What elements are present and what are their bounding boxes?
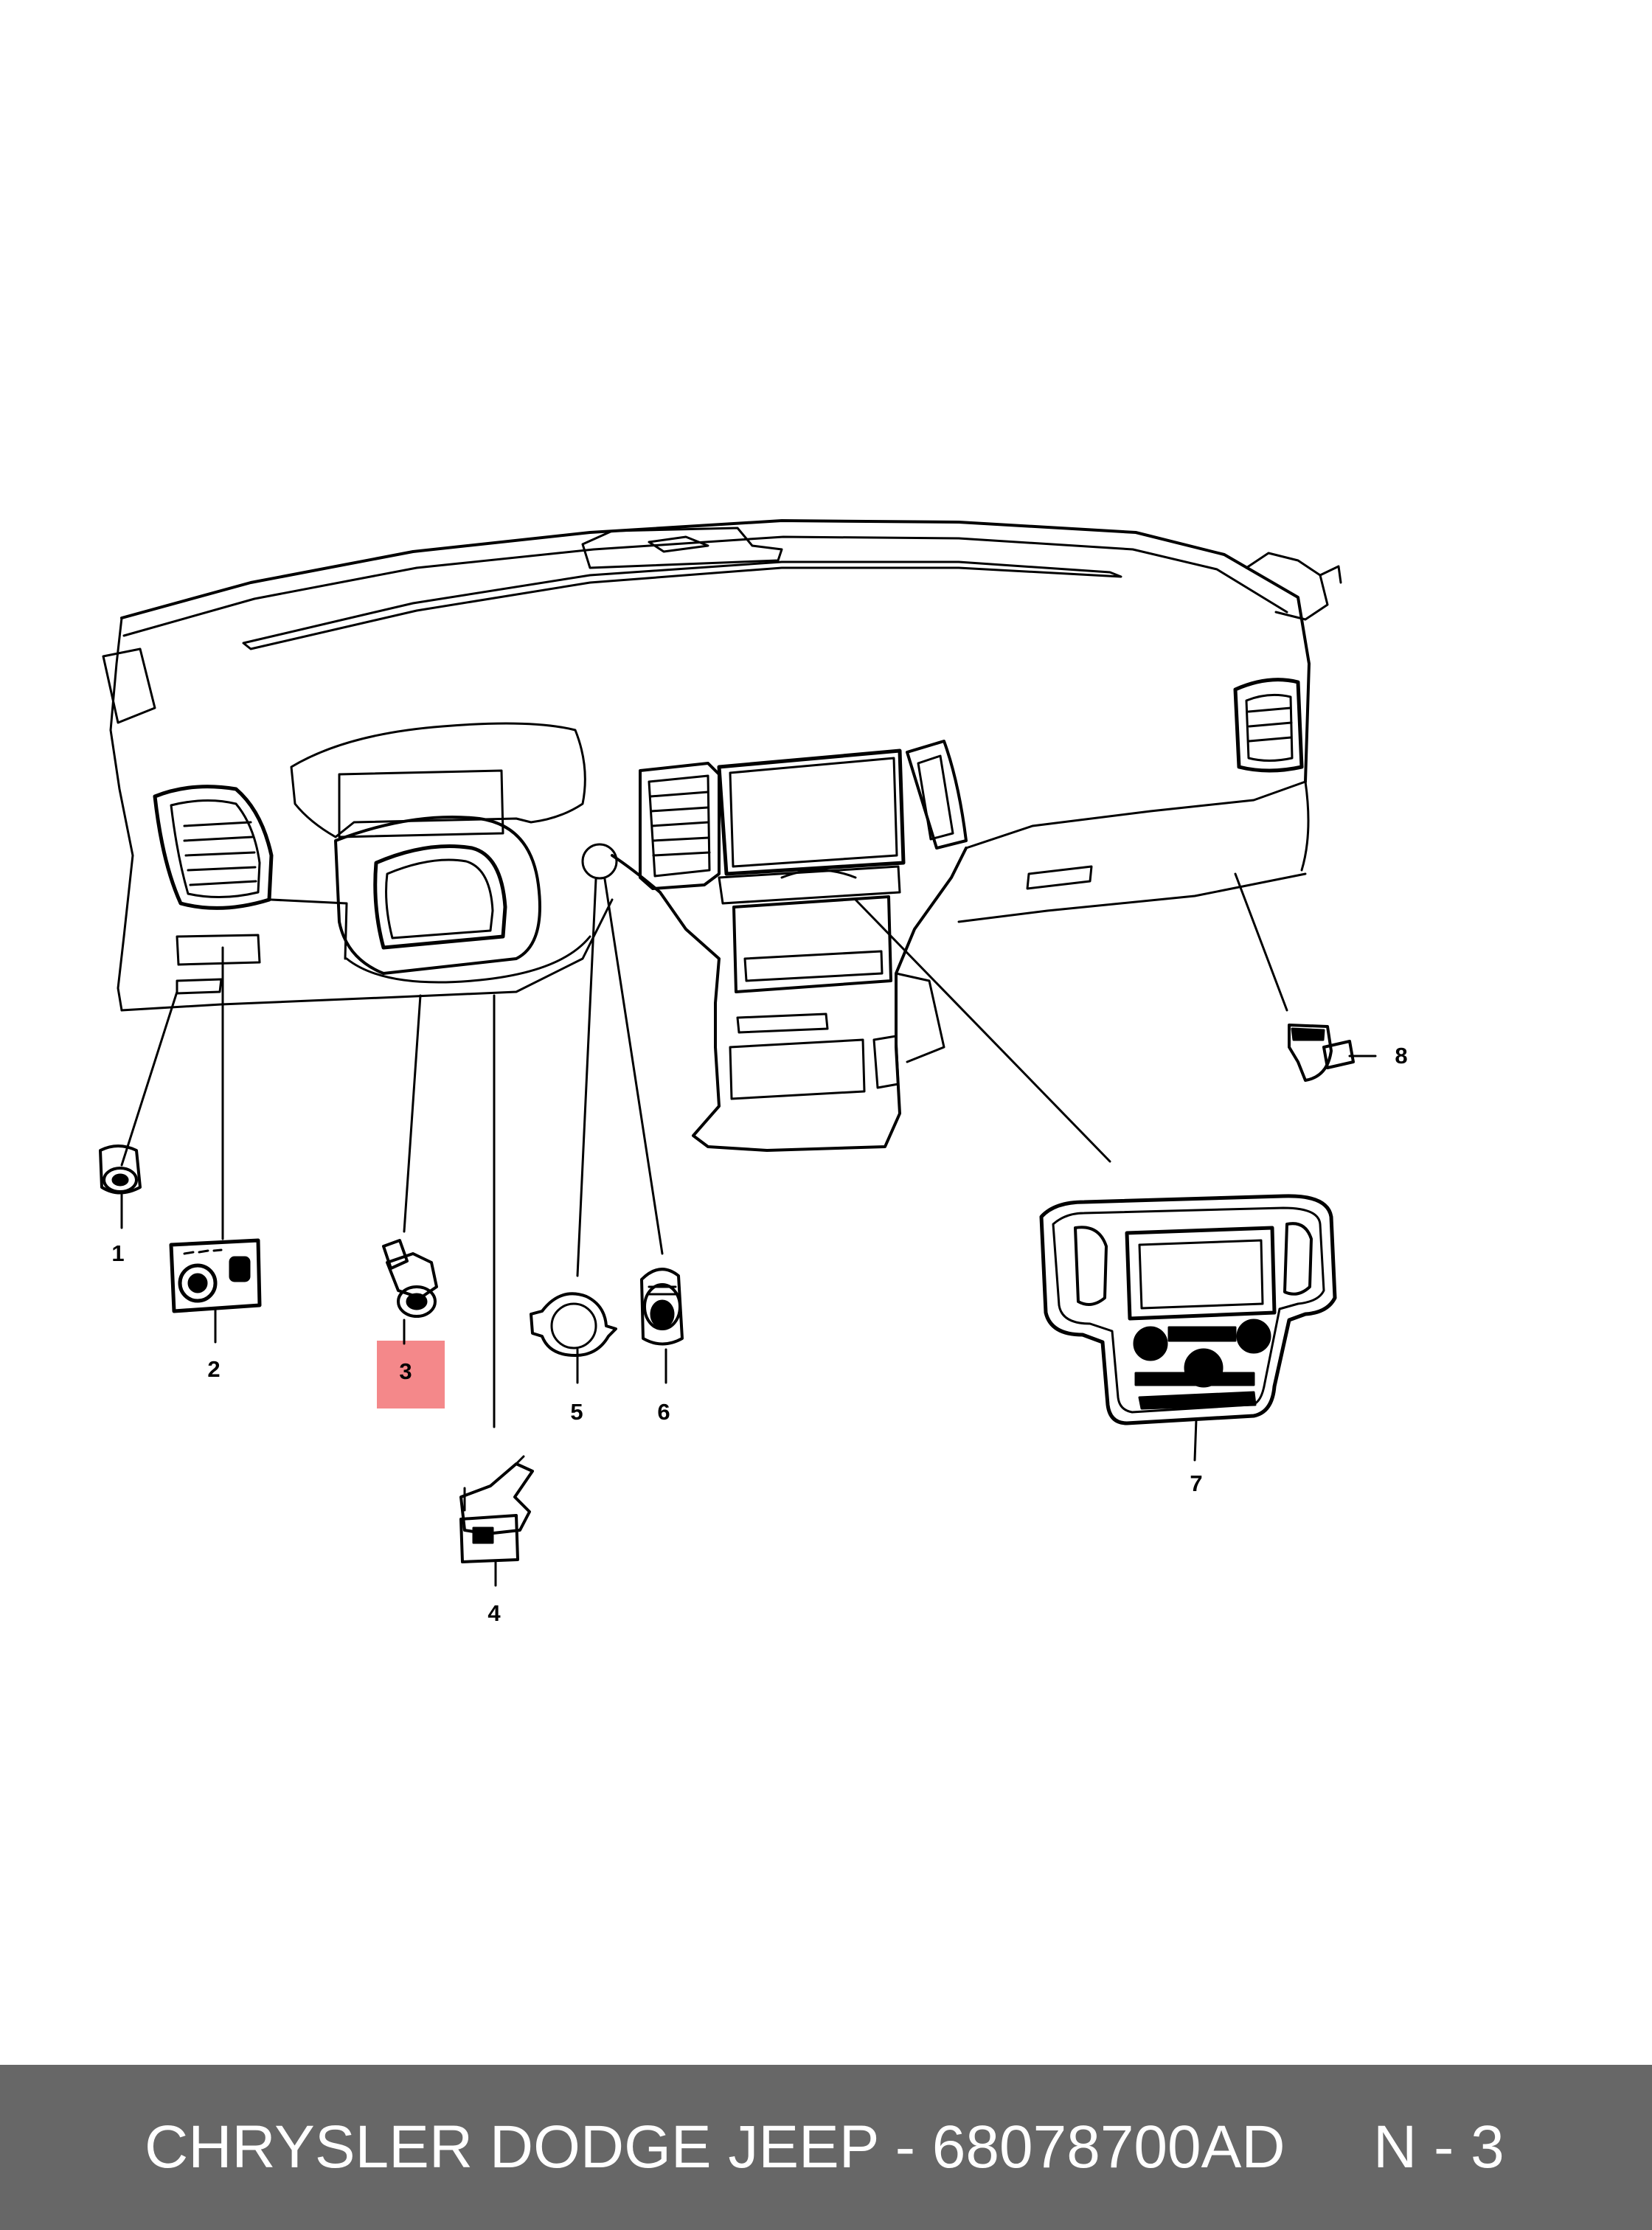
instrument-panel-drawing <box>102 519 1342 1152</box>
callout-1: 1 <box>111 1240 125 1266</box>
cluster-hood <box>290 722 586 838</box>
part-2-headlamp-switch <box>169 1238 262 1313</box>
start-button-opening <box>581 843 618 880</box>
part-8-clip <box>1288 1024 1355 1082</box>
callout-2: 2 <box>207 1356 221 1382</box>
footer-part-title: CHRYSLER DODGE JEEP - 68078700AD <box>145 2113 1285 2181</box>
part-7-center-bezel <box>1039 1194 1337 1425</box>
left-air-vent <box>153 785 274 910</box>
part-6-start-button <box>640 1268 684 1346</box>
part-1-switch <box>99 1144 142 1195</box>
footer-page-ref: N - 3 <box>1373 2113 1504 2181</box>
highlighted-callout-box <box>377 1341 445 1408</box>
callout-3: 3 <box>399 1358 412 1384</box>
part-3-switch-assembly <box>382 1239 438 1318</box>
part-4-bracket <box>459 1455 534 1563</box>
center-stack <box>611 740 968 1152</box>
callout-7: 7 <box>1190 1470 1203 1496</box>
footer-bar: CHRYSLER DODGE JEEP - 68078700AD N - 3 <box>0 2065 1652 2230</box>
callout-6: 6 <box>657 1399 670 1425</box>
callout-4: 4 <box>487 1600 501 1626</box>
part-5-trim-ring <box>530 1292 617 1357</box>
callout-8: 8 <box>1395 1043 1408 1069</box>
steering-column-opening <box>334 816 541 975</box>
leader-lines <box>120 872 1377 1587</box>
callout-5: 5 <box>570 1399 583 1425</box>
right-air-vent <box>1233 678 1304 773</box>
